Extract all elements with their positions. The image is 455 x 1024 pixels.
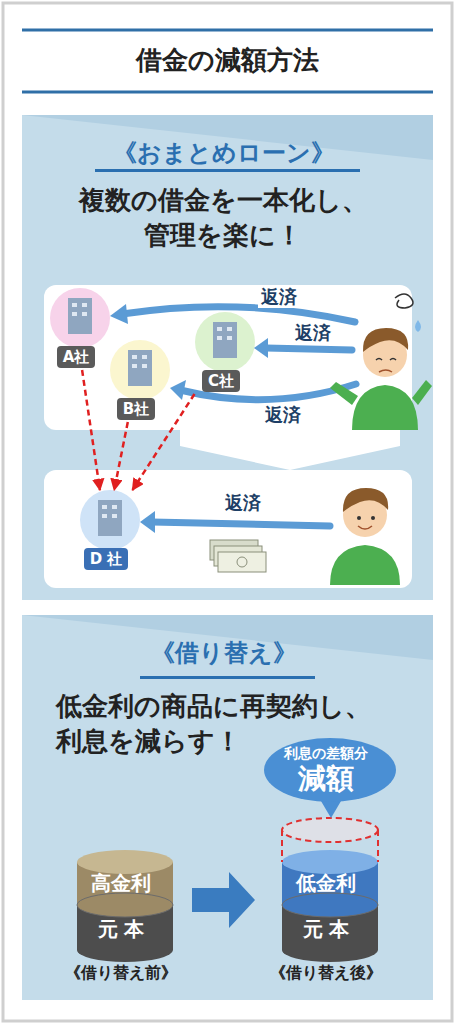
repay-label: 返済: [262, 404, 304, 426]
block-arrow: [192, 872, 255, 928]
company-text: B社: [117, 398, 155, 420]
callout-node: 利息の差額分減額: [261, 738, 391, 802]
down-arrow: [180, 428, 400, 470]
panel-text: 複数の借金を一本化し、 管理を楽に！: [68, 183, 378, 253]
company-c: [195, 312, 255, 372]
page-frame: [3, 3, 452, 1021]
repay-label: 返済: [222, 492, 264, 514]
panel-text: 《借り替え》: [18, 637, 429, 669]
panel-node: 《おまとめローン》複数の借金を一本化し、 管理を楽に！ A社 B社 C社 D 社: [18, 115, 437, 600]
title-rule: [22, 91, 433, 94]
heading-underline: [140, 676, 315, 679]
money-icon: [210, 540, 266, 572]
company-text: A社: [57, 346, 96, 368]
repay-label: 返済: [258, 286, 300, 308]
company-text: C社: [202, 370, 240, 392]
cylinder-text: 高金利: [91, 870, 151, 896]
dashed-arrow: [114, 422, 128, 490]
cylinder-text: 元 本: [303, 916, 350, 942]
cylinder-before: [77, 850, 173, 962]
callout-bubble: [264, 738, 396, 818]
repay-arrows: [122, 307, 356, 526]
white-box: [44, 470, 412, 588]
panel-ground: [22, 615, 433, 1000]
company-d: [80, 490, 140, 550]
person-happy: [330, 488, 400, 585]
person-worried: [330, 294, 432, 430]
repay-label: 返済: [292, 322, 334, 344]
company-node: C社: [189, 312, 253, 394]
dashed-arrow: [82, 370, 100, 490]
cylinder-after: [282, 818, 378, 962]
cylinder-text: 元 本: [98, 916, 145, 942]
company-b: [110, 340, 170, 400]
callout-text: 利息の差額分: [284, 744, 368, 762]
callout-text: 減額: [298, 762, 354, 796]
panel-text: 《おまとめローン》: [18, 137, 429, 169]
company-node: D 社: [74, 490, 138, 572]
heading-underline: [95, 169, 360, 172]
cylinder-node: 低金利元 本《借り替え後》: [261, 818, 391, 985]
page-title: 借金の減額方法: [0, 42, 455, 78]
company-text: D 社: [84, 548, 129, 570]
repay-arrowheads: [110, 304, 268, 533]
cylinder-node: 高金利元 本《借り替え前》: [56, 850, 186, 985]
panel-node: 《借り替え》低金利の商品に再契約し、 利息を減らす！高金利元 本《借り替え前》低…: [18, 615, 437, 1000]
company-node: B社: [104, 340, 168, 422]
company-a: [50, 288, 110, 348]
cylinder-text: 《借り替え後》: [270, 962, 382, 984]
cylinder-text: 低金利: [296, 870, 356, 896]
title-rule: [22, 29, 433, 32]
panel-ground: [22, 115, 433, 600]
cylinder-text: 《借り替え前》: [65, 962, 177, 984]
company-node: A社: [44, 288, 108, 370]
